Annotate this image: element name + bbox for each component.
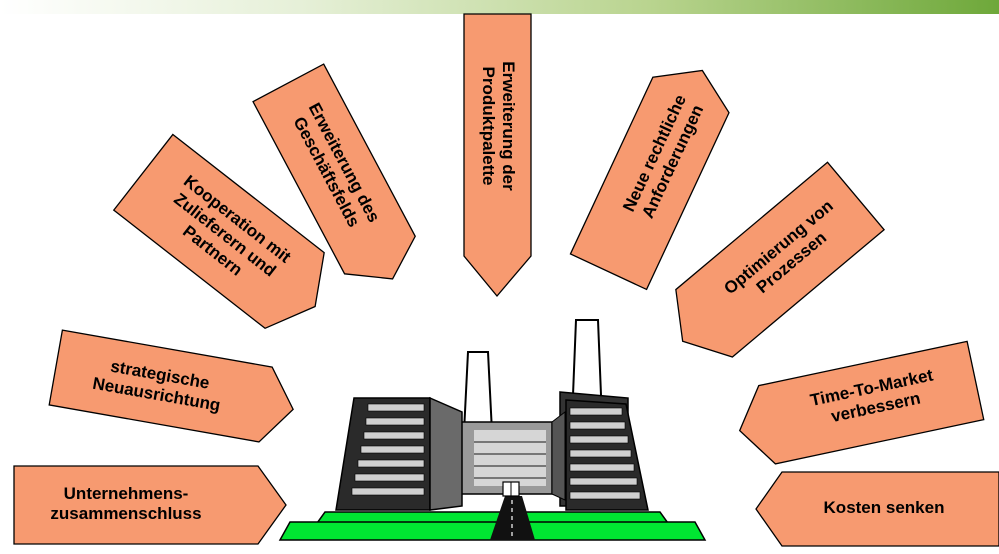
arrow-label-unternehmenszusammenschluss: Unternehmens-zusammenschluss bbox=[50, 484, 201, 523]
arrow-produktpalette: Erweiterung derProduktpalette bbox=[463, 13, 532, 298]
factory-icon bbox=[278, 319, 707, 541]
arrow-label-line: Unternehmens- bbox=[64, 484, 189, 503]
arrow-unternehmenszusammenschluss: Unternehmens-zusammenschluss bbox=[13, 465, 287, 545]
arrow-label-line: Produktpalette bbox=[479, 66, 498, 185]
arrow-label-kooperation: Kooperation mitZulieferern undPartnern bbox=[155, 172, 294, 299]
arrow-label-line: zusammenschluss bbox=[50, 504, 201, 523]
arrow-label-line: Kosten senken bbox=[824, 498, 945, 517]
arrow-kooperation: Kooperation mitZulieferern undPartnern bbox=[112, 133, 325, 330]
arrow-label-produktpalette: Erweiterung derProduktpalette bbox=[479, 61, 518, 191]
arrow-label-kosten: Kosten senken bbox=[824, 498, 945, 517]
arrow-time-to-market: Time-To-Marketverbessern bbox=[738, 340, 985, 465]
arrow-rechtliche-anforderungen: Neue rechtlicheAnforderungen bbox=[569, 69, 730, 291]
arrow-kosten: Kosten senken bbox=[755, 471, 999, 547]
header-gradient-bar bbox=[0, 0, 999, 14]
arrow-label-line: Erweiterung der bbox=[499, 61, 518, 191]
arrow-strategische-neuausrichtung: strategischeNeuausrichtung bbox=[48, 329, 294, 443]
